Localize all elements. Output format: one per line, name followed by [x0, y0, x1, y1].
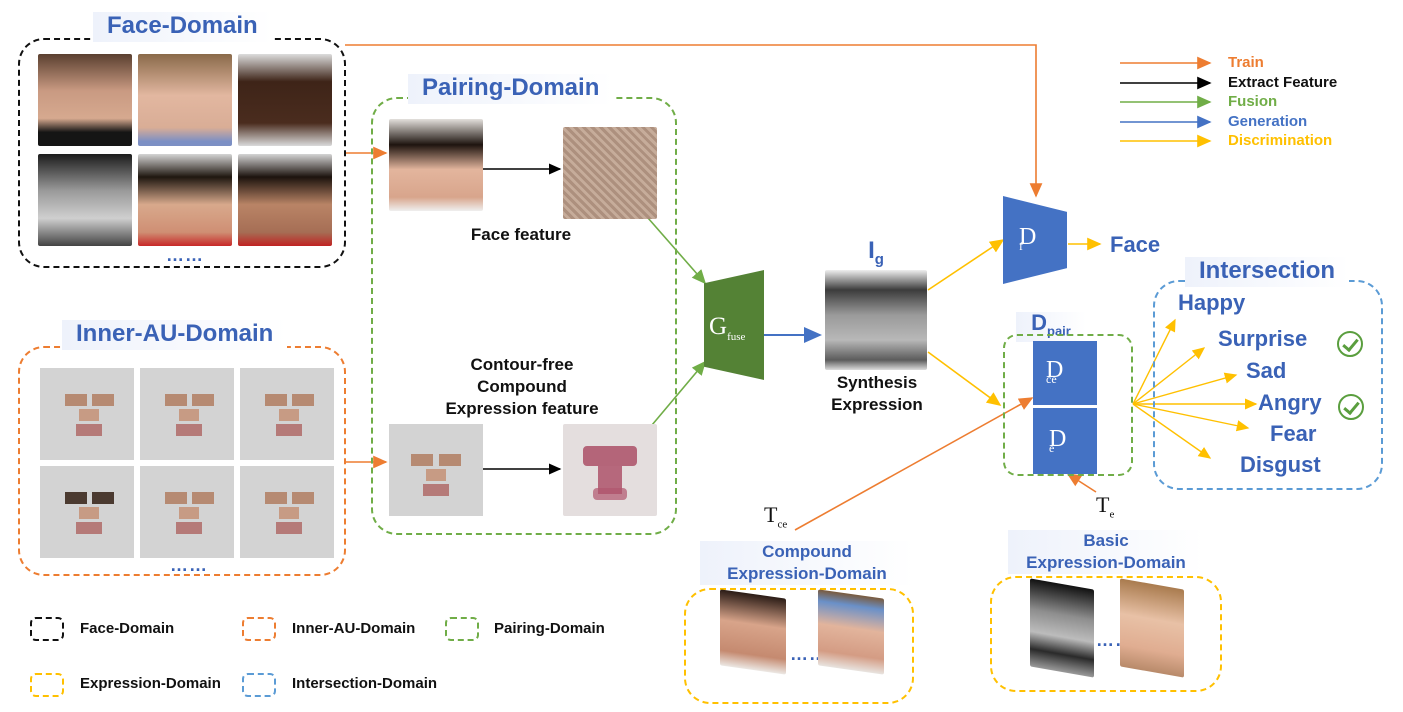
legend-box-expression: [30, 673, 64, 697]
inner-au-domain-title: Inner-AU-Domain: [62, 320, 288, 350]
legend-train: Train: [1228, 54, 1264, 71]
legend-box-pairing: [445, 617, 479, 641]
dpair-box: [1003, 334, 1133, 476]
train-arrow-face-to-df: [345, 44, 1043, 198]
emotion-sad: Sad: [1246, 358, 1287, 383]
legend-box-inner-au: [242, 617, 276, 641]
compound-feature-map: [563, 424, 657, 516]
legend-arrows: [1120, 56, 1212, 148]
synthesis-expression-label: Synthesis Expression: [831, 373, 923, 414]
discrimination-arrow-to-df: [927, 239, 1005, 291]
dpair-label: Dpair: [1016, 312, 1086, 343]
face-photo-4: [38, 154, 132, 246]
au-tile-5: [140, 466, 234, 558]
train-arrow-tce: [794, 397, 1034, 531]
basic-expression-domain-title: Basic Expression-Domain: [1008, 530, 1204, 574]
au-tile-6: [240, 466, 334, 558]
basic-face-2: [1120, 578, 1184, 678]
au-tile-3: [240, 368, 334, 460]
gfuse-label: Gfuse: [709, 313, 746, 343]
legend-box-inner-au-label: Inner-AU-Domain: [292, 620, 416, 637]
face-photo-3: [238, 54, 332, 146]
legend-box-intersection-label: Intersection-Domain: [292, 675, 438, 692]
surprise-check-icon: [1337, 331, 1363, 357]
pairing-au-tile: [389, 424, 483, 516]
legend-box-pairing-label: Pairing-Domain: [494, 620, 605, 637]
au-tile-1: [40, 368, 134, 460]
face-feature-label: Face feature: [470, 225, 572, 244]
legend-generation: Generation: [1228, 113, 1308, 130]
legend-box-intersection: [242, 673, 276, 697]
inner-au-ellipsis: ……: [170, 555, 208, 575]
intersection-domain-title: Intersection: [1185, 257, 1350, 287]
compound-ellipsis: ……: [790, 644, 828, 664]
discrimination-arrow-to-dpair: [927, 351, 1002, 406]
face-photo-2: [138, 54, 232, 146]
pairing-face-photo: [389, 119, 483, 211]
legend-box-expression-label: Expression-Domain: [80, 675, 221, 692]
contour-free-label: Contour-free Compound Expression feature: [445, 355, 599, 418]
emotion-surprise: Surprise: [1218, 326, 1308, 351]
face-domain-ellipsis: ……: [166, 245, 204, 265]
pairing-domain-title: Pairing-Domain: [408, 74, 614, 104]
legend-box-face: [30, 617, 64, 641]
face-domain-title: Face-Domain: [93, 12, 272, 42]
ig-label: Ig: [868, 237, 884, 268]
train-arrow-te: [1066, 473, 1097, 493]
basic-expression-domain-box: [990, 576, 1222, 692]
legend-box-face-label: Face-Domain: [80, 620, 175, 637]
angry-check-icon: [1338, 394, 1364, 420]
face-output-label: Face: [1110, 232, 1161, 257]
emotion-angry: Angry: [1258, 390, 1322, 415]
compound-expression-domain-title: Compound Expression-Domain: [700, 541, 914, 585]
basic-face-1: [1030, 578, 1094, 678]
fusion-arrow-bottom: [651, 360, 707, 426]
te-label: Te: [1096, 492, 1115, 521]
face-photo-5: [138, 154, 232, 246]
emotion-happy: Happy: [1178, 290, 1246, 315]
emotion-disgust: Disgust: [1240, 452, 1321, 477]
legend-discrimination: Discrimination: [1228, 132, 1333, 149]
legend-fusion: Fusion: [1228, 93, 1278, 110]
au-tile-4: [40, 466, 134, 558]
compound-face-1: [720, 589, 786, 675]
legend-extract-feature: Extract Feature: [1228, 74, 1338, 91]
compound-expression-domain-box: [684, 588, 914, 704]
face-feature-map: [563, 127, 657, 219]
tce-label: Tce: [764, 502, 788, 531]
gfuse-generator: [704, 270, 764, 380]
synthesis-face-photo: [825, 270, 927, 370]
face-photo-6: [238, 154, 332, 246]
emotion-fear: Fear: [1270, 421, 1317, 446]
au-tile-2: [140, 368, 234, 460]
face-photo-1: [38, 54, 132, 146]
compound-face-2: [818, 589, 884, 675]
